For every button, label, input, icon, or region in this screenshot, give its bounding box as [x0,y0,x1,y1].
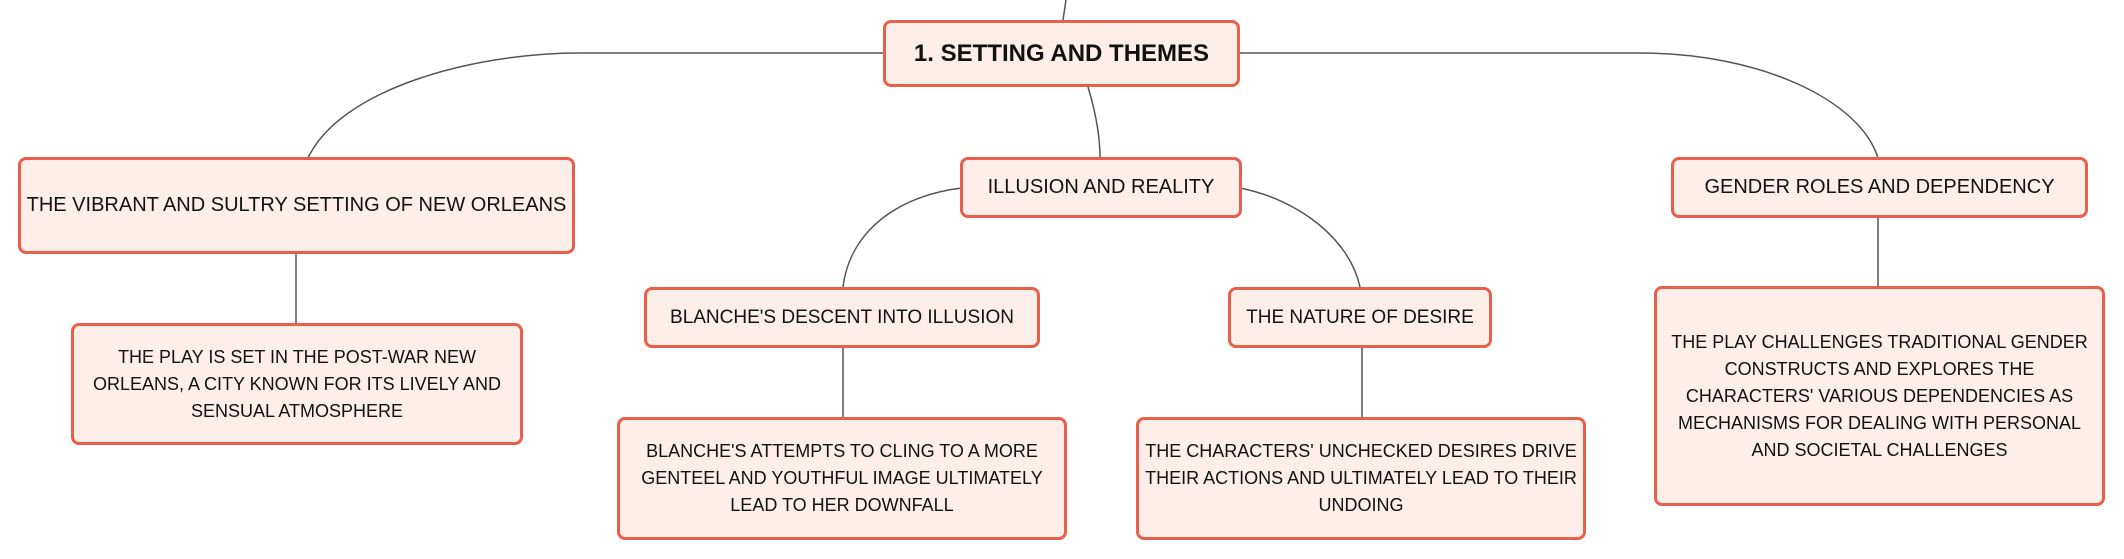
topic-gender-roles[interactable]: GENDER ROLES AND DEPENDENCY [1671,157,2088,218]
detail-gender[interactable]: THE PLAY CHALLENGES TRADITIONAL GENDER C… [1654,286,2105,506]
detail-desire-text: THE CHARACTERS' UNCHECKED DESIRES DRIVE … [1145,441,1577,515]
topic-new-orleans[interactable]: THE VIBRANT AND SULTRY SETTING OF NEW OR… [18,157,575,254]
topic-gender-label: GENDER ROLES AND DEPENDENCY [1704,176,2055,198]
topic-illusion-label: ILLUSION AND REALITY [987,176,1215,198]
connector-illusion-to-blanche [842,187,963,288]
subtopic-blanche-label: BLANCHE'S DESCENT INTO ILLUSION [670,306,1014,328]
topic-new-orleans-label: THE VIBRANT AND SULTRY SETTING OF NEW OR… [26,194,567,216]
detail-blanche[interactable]: BLANCHE'S ATTEMPTS TO CLING TO A MORE GE… [617,417,1067,540]
subtopic-desire-label: THE NATURE OF DESIRE [1246,306,1474,328]
subtopic-blanche-illusion[interactable]: BLANCHE'S DESCENT INTO ILLUSION [644,287,1040,348]
connector-parent-to-root [1062,0,1067,21]
detail-gender-text: THE PLAY CHALLENGES TRADITIONAL GENDER C… [1671,331,2088,460]
root-node-label: 1. SETTING AND THEMES [913,39,1210,67]
connector-root-to-gender [1240,52,1879,159]
connector-root-to-illusion [1087,86,1101,159]
detail-desire[interactable]: THE CHARACTERS' UNCHECKED DESIRES DRIVE … [1136,417,1586,540]
connector-root-to-new-orleans [307,52,883,159]
connector-illusion-to-desire [1239,187,1361,288]
detail-blanche-text: BLANCHE'S ATTEMPTS TO CLING TO A MORE GE… [641,441,1043,515]
detail-new-orleans[interactable]: THE PLAY IS SET IN THE POST-WAR NEW ORLE… [71,323,523,445]
subtopic-nature-of-desire[interactable]: THE NATURE OF DESIRE [1228,287,1492,348]
detail-new-orleans-text: THE PLAY IS SET IN THE POST-WAR NEW ORLE… [92,346,502,421]
root-node[interactable]: 1. SETTING AND THEMES [883,20,1240,87]
topic-illusion-and-reality[interactable]: ILLUSION AND REALITY [960,157,1242,218]
